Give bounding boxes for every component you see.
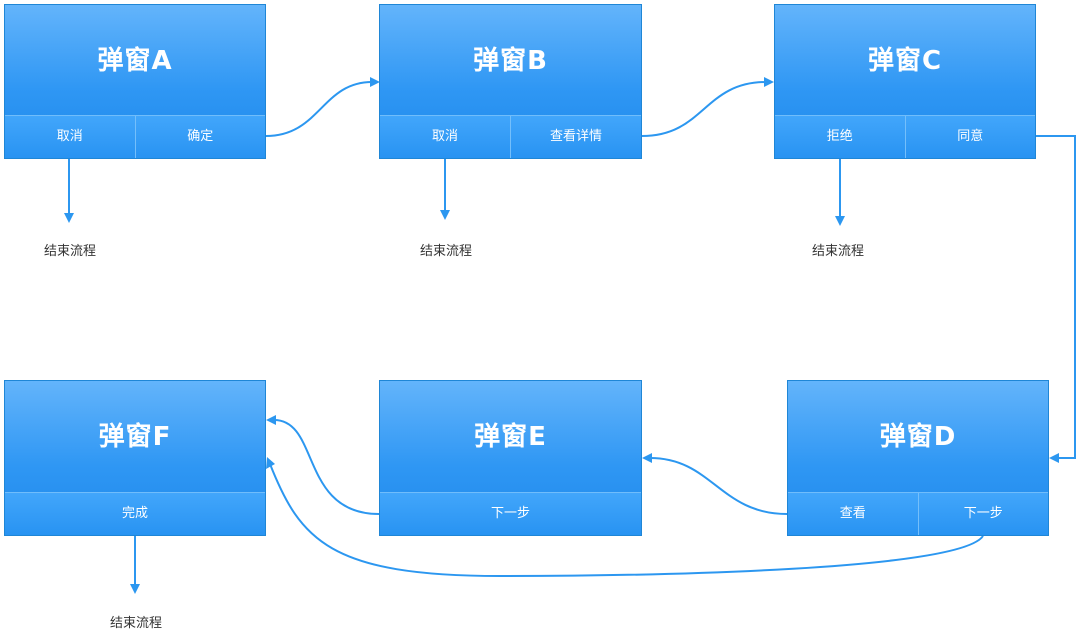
arrow-head-icon xyxy=(642,453,652,463)
cancel-button[interactable]: 取消 xyxy=(56,129,83,144)
arrow-head-icon xyxy=(440,210,450,220)
connector-d-view-to-e xyxy=(649,457,788,515)
reject-button[interactable]: 拒绝 xyxy=(826,129,853,144)
dialog-title: 弹窗E xyxy=(474,422,547,452)
arrow-head-icon xyxy=(266,457,275,469)
arrow-head-icon xyxy=(1049,453,1059,463)
arrow-head-icon xyxy=(764,77,774,87)
connector-d-next-to-f xyxy=(269,463,984,578)
arrow-head-icon xyxy=(64,213,74,223)
dialog-actions: 下一步 xyxy=(380,492,641,535)
dialog-actions: 取消 查看详情 xyxy=(380,115,641,158)
connector-b-details-to-c xyxy=(641,81,767,137)
arrow-head-icon xyxy=(370,77,380,87)
next-step-button[interactable]: 下一步 xyxy=(490,506,530,521)
end-flow-label-f: 结束流程 xyxy=(110,616,163,631)
dialog-actions: 拒绝 同意 xyxy=(775,115,1035,158)
dialog-f: 弹窗F 完成 xyxy=(4,380,266,536)
dialog-title: 弹窗A xyxy=(97,46,173,76)
view-button[interactable]: 查看 xyxy=(839,506,866,521)
dialog-d: 弹窗D 查看 下一步 xyxy=(787,380,1049,536)
arrow-head-icon xyxy=(835,216,845,226)
dialog-title: 弹窗C xyxy=(867,46,943,76)
dialog-c: 弹窗C 拒绝 同意 xyxy=(774,4,1036,159)
dialog-b: 弹窗B 取消 查看详情 xyxy=(379,4,642,159)
end-flow-label-a: 结束流程 xyxy=(44,244,97,259)
dialog-actions: 取消 确定 xyxy=(5,115,265,158)
arrow-head-icon xyxy=(130,584,140,594)
dialog-title: 弹窗D xyxy=(879,422,957,452)
end-flow-label-b: 结束流程 xyxy=(420,244,473,259)
arrow-head-icon xyxy=(266,415,276,425)
dialog-actions: 查看 下一步 xyxy=(788,492,1048,535)
dialog-title: 弹窗F xyxy=(98,422,172,452)
dialog-a: 弹窗A 取消 确定 xyxy=(4,4,266,159)
cancel-button[interactable]: 取消 xyxy=(431,129,458,144)
end-flow-label-c: 结束流程 xyxy=(812,244,865,259)
done-button[interactable]: 完成 xyxy=(121,506,148,521)
dialog-e: 弹窗E 下一步 xyxy=(379,380,642,536)
next-step-button[interactable]: 下一步 xyxy=(917,493,1049,535)
view-details-button[interactable]: 查看详情 xyxy=(510,116,641,158)
connector-e-next-to-f xyxy=(273,419,380,515)
agree-button[interactable]: 同意 xyxy=(904,116,1036,158)
dialog-actions: 完成 xyxy=(5,492,265,535)
dialog-title: 弹窗B xyxy=(473,46,548,76)
connector-c-agree-to-d xyxy=(1036,135,1076,459)
connector-a-confirm-to-b xyxy=(265,81,373,137)
confirm-button[interactable]: 确定 xyxy=(134,116,266,158)
